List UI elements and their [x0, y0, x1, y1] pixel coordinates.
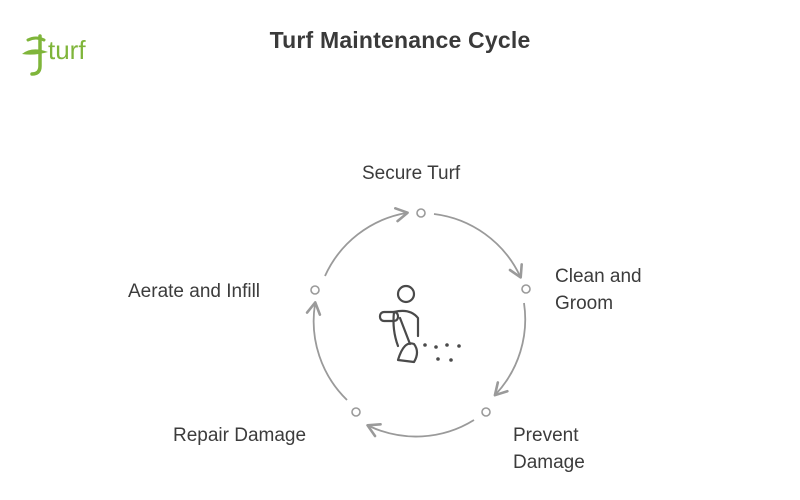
- cycle-arc-5: [305, 301, 348, 401]
- cycle-arc-3: [493, 302, 527, 397]
- person-sweeping-broom-icon: [378, 284, 420, 364]
- cycle-arc-1: [324, 207, 409, 277]
- node-repair-damage: [351, 407, 361, 417]
- logo-text: turf: [48, 35, 86, 65]
- node-clean-groom: [521, 284, 531, 294]
- node-prevent-damage: [481, 407, 491, 417]
- page-title: Turf Maintenance Cycle: [269, 27, 531, 53]
- node-aerate-infill: [310, 285, 320, 295]
- step-label-repair-damage: Repair Damage: [173, 425, 307, 446]
- step-label-prevent-damage: Prevent Damage: [513, 425, 585, 473]
- step-label-clean-groom: Clean and Groom: [555, 266, 642, 314]
- step-label-aerate-infill: Aerate and Infill: [128, 281, 261, 302]
- step-label-secure-turf: Secure Turf: [362, 163, 461, 184]
- node-secure-turf: [416, 208, 426, 218]
- jturf-logo: turf: [22, 34, 86, 76]
- cycle-arc-4: [366, 419, 475, 438]
- dust-dots-icon: [423, 343, 461, 362]
- cycle-arc-2: [433, 213, 523, 279]
